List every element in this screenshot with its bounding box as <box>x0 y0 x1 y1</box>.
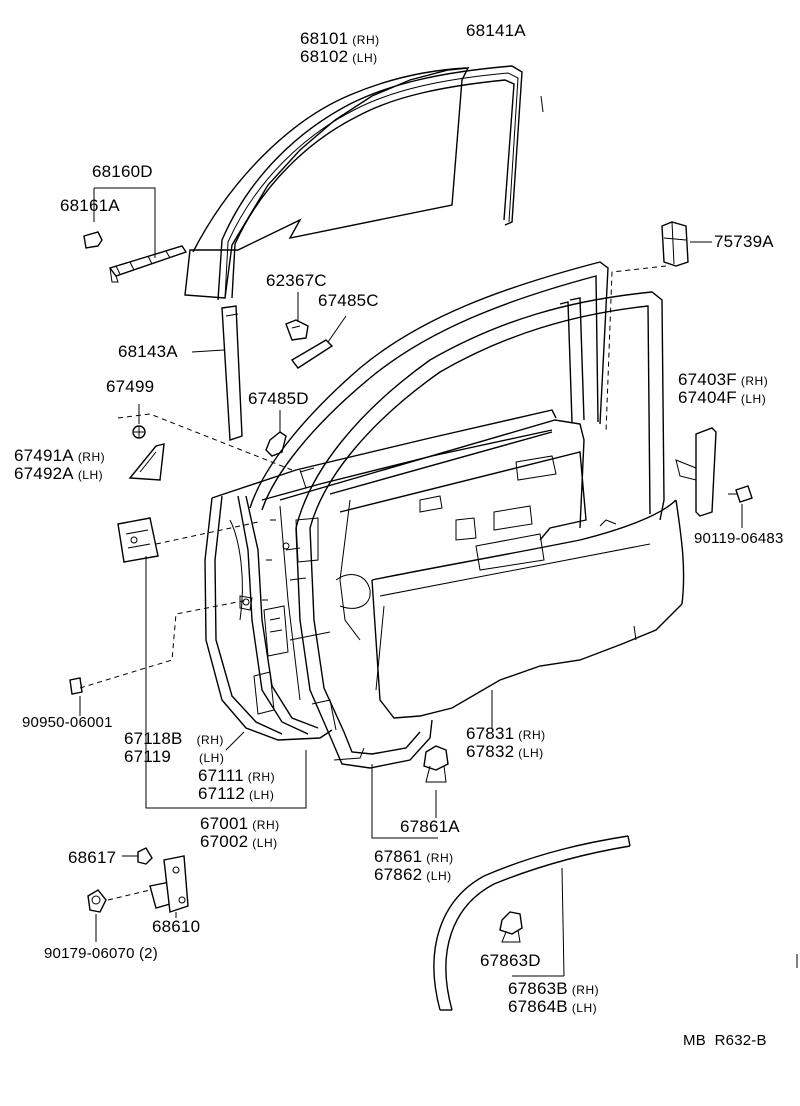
triangle-cover <box>128 443 165 481</box>
label-68161a: 68161A <box>60 196 120 215</box>
leader-68160d <box>94 187 156 258</box>
label-68143a: 68143A <box>118 342 178 361</box>
label-68160d: 68160D <box>92 162 153 181</box>
label-67001: 67001(RH) <box>200 814 280 833</box>
division-bar-68143a <box>221 305 243 441</box>
label-67863b: 67863B(RH) <box>508 979 600 998</box>
bolt-90179 <box>87 889 107 913</box>
part-75739a <box>661 221 689 267</box>
label-67864b: 67864B(LH) <box>508 997 598 1016</box>
label-68610: 68610 <box>152 917 201 936</box>
trim-panel <box>339 451 685 719</box>
label-67863d: 67863D <box>480 951 541 970</box>
label-67403f: 67403F(RH) <box>678 370 769 389</box>
part-62367c <box>285 319 309 341</box>
screw-90119 <box>728 485 753 503</box>
label-68102: 68102(LH) <box>300 47 378 66</box>
clip-68161a <box>83 231 103 249</box>
label-67832: 67832(LH) <box>466 742 544 761</box>
plug-90950 <box>69 677 83 695</box>
screw-67499 <box>132 425 146 439</box>
label-67485c: 67485C <box>318 291 379 310</box>
lower-weatherstrip <box>433 835 631 1011</box>
label-68101: 68101(RH) <box>300 29 380 48</box>
part-67485d <box>265 431 287 457</box>
label-67112: 67112(LH) <box>198 784 275 803</box>
label-68617: 68617 <box>68 848 117 867</box>
label-67002: 67002(LH) <box>200 832 278 851</box>
weatherstrip-loop <box>249 261 609 511</box>
label-68141a: 68141A <box>466 21 526 40</box>
part-67485c <box>290 339 334 369</box>
label-67492a: 67492A(LH) <box>14 464 104 483</box>
label-67491a: 67491A(RH) <box>14 446 106 465</box>
label-67861a: 67861A <box>400 817 460 836</box>
door-glass <box>184 67 470 299</box>
label-67862: 67862(LH) <box>374 865 452 884</box>
hinge-bracket <box>117 517 159 563</box>
door-shell <box>204 409 585 741</box>
opening-trim <box>295 291 665 769</box>
label-67118b: 67118B(RH) <box>124 729 224 748</box>
clip-67863d <box>499 911 523 943</box>
label-90179-06070: 90179-06070 (2) <box>44 945 158 962</box>
label-67119: 67119(LH) <box>124 747 225 766</box>
belt-molding <box>108 245 188 283</box>
label-67111: 67111(RH) <box>198 766 276 785</box>
label-67404f: 67404F(LH) <box>678 388 767 407</box>
label-67831: 67831(RH) <box>466 724 546 743</box>
mirror-base-67403f <box>675 427 717 517</box>
label-67861: 67861(RH) <box>374 847 454 866</box>
door-check <box>149 855 189 913</box>
label-67499: 67499 <box>106 377 155 396</box>
label-90119-06483: 90119-06483 <box>694 530 784 547</box>
reference-code: MB R632-B <box>683 1032 767 1049</box>
label-90950-06001: 90950-06001 <box>22 714 113 731</box>
pin-68617 <box>137 847 153 865</box>
glass-run <box>217 65 523 301</box>
label-62367c: 62367C <box>266 271 327 290</box>
label-75739a: 75739A <box>714 232 774 251</box>
clip-67861a <box>423 745 449 783</box>
label-67485d: 67485D <box>248 389 309 408</box>
